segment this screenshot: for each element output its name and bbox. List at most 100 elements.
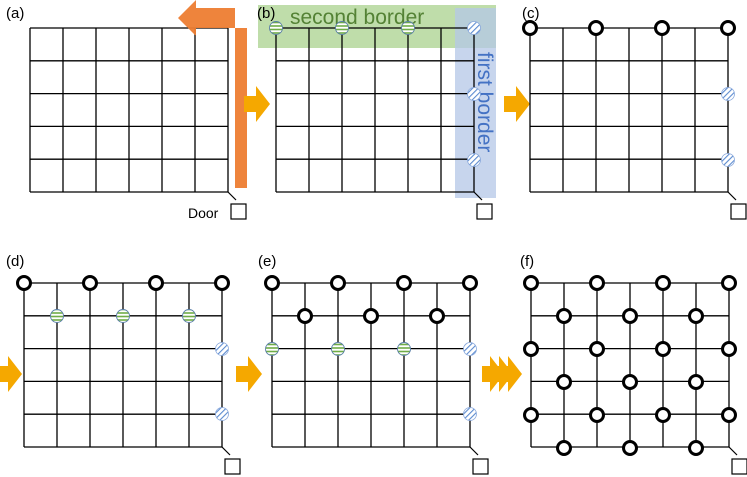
- second-border-node: [401, 21, 415, 35]
- door-b: [473, 191, 493, 220]
- sensor-node: [655, 407, 671, 423]
- door-a: [227, 191, 247, 220]
- door-icon: [230, 203, 247, 220]
- second-border-node: [116, 309, 130, 323]
- sensor-node: [654, 20, 670, 36]
- panel-f: (f): [520, 253, 747, 475]
- sensor-node: [148, 275, 164, 291]
- first-border-node: [721, 153, 735, 167]
- sensor-node: [363, 308, 379, 324]
- first-border-node: [721, 87, 735, 101]
- sensor-node: [522, 20, 538, 36]
- sensor-node: [556, 374, 572, 390]
- panel-label-b: (b): [257, 5, 275, 22]
- second-border-node: [265, 342, 279, 356]
- door-c: [727, 191, 747, 220]
- sensor-node: [721, 275, 737, 291]
- sensor-node: [688, 440, 704, 456]
- first-border-node: [215, 407, 229, 421]
- door-icon: [472, 458, 489, 475]
- panel-a: (a) Door: [6, 0, 247, 221]
- panel-label-e: (e): [258, 253, 276, 270]
- door-connector: [728, 446, 738, 456]
- second-border-node: [335, 21, 349, 35]
- second-border-label: second border: [290, 6, 424, 29]
- panel-d: (d): [0, 253, 241, 475]
- sensor-node: [622, 374, 638, 390]
- first-border-node: [467, 21, 481, 35]
- door-connector: [727, 191, 737, 201]
- first-border-node: [467, 153, 481, 167]
- sensor-node: [523, 407, 539, 423]
- door-label: Door: [188, 205, 219, 221]
- door-icon: [730, 203, 747, 220]
- sensor-node: [396, 275, 412, 291]
- sensor-node: [589, 275, 605, 291]
- path-arrow: [178, 0, 247, 188]
- sensor-node: [264, 275, 280, 291]
- first-border-node: [467, 87, 481, 101]
- grid-a: [29, 27, 229, 193]
- sensor-node: [462, 275, 478, 291]
- grid-c: [529, 27, 729, 193]
- sensor-node: [622, 440, 638, 456]
- step-arrow-a-b: [244, 86, 270, 122]
- door-icon: [731, 458, 747, 475]
- step-arrow-b-c: [504, 86, 530, 122]
- first-border-node: [215, 342, 229, 356]
- grid-f: [530, 282, 730, 448]
- grid-b: [275, 27, 475, 193]
- door-d: [221, 446, 241, 475]
- door-icon: [224, 458, 241, 475]
- second-border-node: [331, 342, 345, 356]
- panel-label-a: (a): [6, 5, 24, 22]
- door-connector: [221, 446, 231, 456]
- sensor-node: [721, 341, 737, 357]
- door-connector: [469, 446, 479, 456]
- sensor-node: [622, 308, 638, 324]
- door-e: [469, 446, 489, 475]
- sensor-node: [720, 20, 736, 36]
- sensor-node: [330, 275, 346, 291]
- first-border-node: [463, 342, 477, 356]
- sensor-node: [429, 308, 445, 324]
- door-connector: [473, 191, 483, 201]
- panel-label-c: (c): [522, 5, 540, 22]
- second-border-node: [182, 309, 196, 323]
- sensor-node: [556, 440, 572, 456]
- sensor-node: [655, 341, 671, 357]
- first-border-node: [463, 407, 477, 421]
- step-arrow-e-f: [482, 356, 522, 392]
- second-border-node: [397, 342, 411, 356]
- door-icon: [476, 203, 493, 220]
- door-f: [728, 446, 747, 475]
- step-arrow-d-e: [236, 356, 262, 392]
- sensor-node: [688, 308, 704, 324]
- sensor-node: [16, 275, 32, 291]
- panel-b: (b) second border first border: [257, 5, 496, 220]
- sensor-node: [297, 308, 313, 324]
- panel-e: (e): [258, 253, 489, 475]
- sensor-node: [688, 374, 704, 390]
- grid-e: [271, 282, 471, 448]
- sensor-node: [588, 20, 604, 36]
- sensor-node: [655, 275, 671, 291]
- sensor-node: [556, 308, 572, 324]
- sensor-node: [523, 275, 539, 291]
- grid-d: [23, 282, 223, 448]
- second-border-node: [50, 309, 64, 323]
- sensor-node: [214, 275, 230, 291]
- step-arrow-c-d: [0, 356, 22, 392]
- second-border-node: [269, 21, 283, 35]
- panel-c: (c): [522, 5, 747, 220]
- panel-label-f: (f): [520, 253, 534, 270]
- sensor-node: [721, 407, 737, 423]
- sensor-node: [82, 275, 98, 291]
- sensor-node: [523, 341, 539, 357]
- panel-label-d: (d): [6, 253, 24, 270]
- sensor-node: [589, 341, 605, 357]
- sensor-node: [589, 407, 605, 423]
- door-connector: [227, 191, 237, 201]
- first-border-label: first border: [473, 52, 496, 152]
